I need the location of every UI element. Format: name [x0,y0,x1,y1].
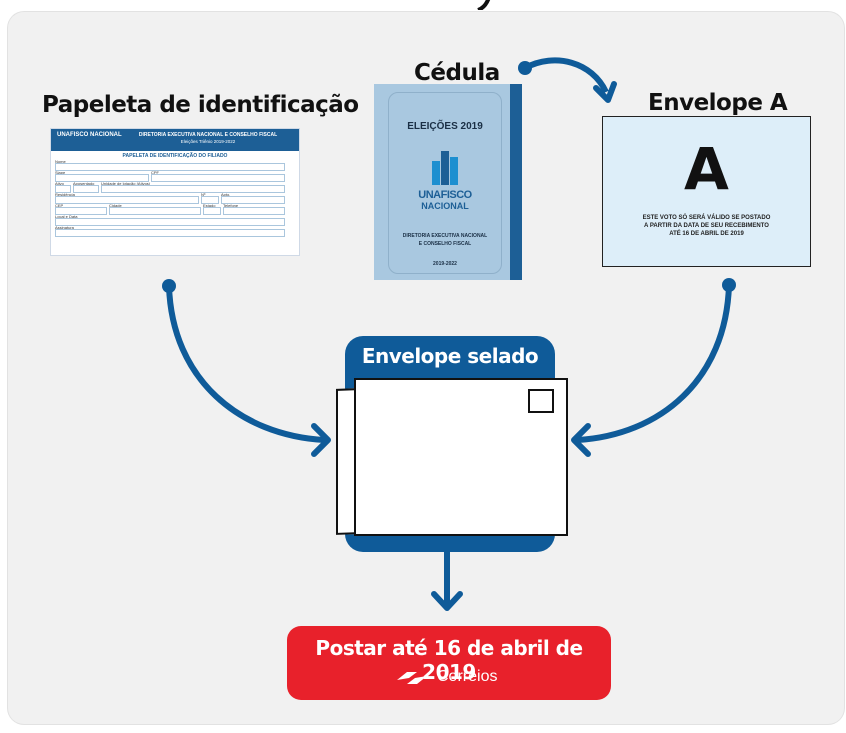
field-label: Siape [55,170,66,175]
envelope-a-line1: ESTE VOTO SÓ SERÁ VÁLIDO SE POSTADO [642,215,771,221]
assinatura-field [55,229,285,237]
envelope-a: A ESTE VOTO SÓ SERÁ VÁLIDO SE POSTADO A … [602,116,811,267]
sealed-to-postar-arrow [431,552,463,611]
cedula-ballot: ELEIÇÕES 2019 UNAFISCO NACIONAL DIRETORI… [374,84,522,280]
field-label: Nome [55,159,66,164]
cpf-field [151,174,285,182]
cedula-strip [510,84,522,280]
unidade-field [101,185,285,193]
papeleta-form: UNAFISCO NACIONAL DIRETORIA EXECUTIVA NA… [50,128,300,256]
cedula-dir-line2: E CONSELHO FISCAL [418,241,472,247]
cedula-inner-frame: ELEIÇÕES 2019 UNAFISCO NACIONAL DIRETORI… [388,92,502,274]
field-label: Cidade [109,203,122,208]
form-row: Assinatura [55,225,295,237]
cep-field [55,207,107,215]
residencia-field [55,196,199,204]
form-row: Local e Data [55,214,295,226]
field-label: Local e Data [55,214,78,219]
form-row: Ativo Aposentado Unidade de lotação (Ati… [55,181,295,193]
nome-field [55,163,285,171]
field-label: CEP [55,203,64,208]
estado-field [203,207,221,215]
cedula-logo-line1: UNAFISCO [418,189,472,201]
field-label: Apto. [221,192,231,197]
field-label: Assinatura [55,225,74,230]
field-label: Residência [55,192,75,197]
cedula-dir-line1: DIRETORIA EXECUTIVA NACIONAL [402,233,488,239]
form-logo: UNAFISCO NACIONAL [57,132,122,138]
cedula-title: Cédula [414,60,500,86]
field-label: Aposentado [73,181,95,186]
form-row: Residência Nº Apto. [55,192,295,204]
telefone-field [223,207,285,215]
cedula-heading: ELEIÇÕES 2019 [407,121,483,132]
stamp-icon [528,389,554,413]
envelope-a-to-sealed-arrow [571,278,736,457]
form-row: Siape CPF [55,170,295,182]
field-label: Telefone [223,203,239,208]
field-label: Unidade de lotação (Ativos) [101,181,151,186]
postar-text: Postar até 16 de abril de 2019 [315,636,583,684]
cidade-field [109,207,201,215]
ativo-field [55,185,71,193]
correios-logo-icon [397,672,427,684]
aposentado-field [73,185,99,193]
correios-brand: Correios [437,668,498,685]
envelope-a-title: Envelope A [648,90,788,116]
papeleta-to-sealed-arrow [162,279,331,457]
form-subtitle: Eleições Triênio 2019-2022 [180,139,236,144]
form-title: PAPELETA DE IDENTIFICAÇÃO DO FILIADO [122,153,228,159]
form-row: CEP Cidade Estado Telefone [55,203,295,215]
field-label: Ativo [55,181,64,186]
field-label: Estado [203,203,216,208]
envelope-a-line3: ATÉ 16 DE ABRIL DE 2019 [669,231,744,237]
postar-banner: Postar até 16 de abril de 2019 Correios [287,626,611,700]
cedula-to-envelope-a-arrow [518,57,617,103]
cedula-logo-line2: NACIONAL [421,201,469,211]
unafisco-logo-icon [432,151,458,185]
numero-field [201,196,219,204]
field-label: CPF [151,170,159,175]
siape-field [55,174,149,182]
papeleta-title: Papeleta de identificação [42,92,359,118]
form-header: UNAFISCO NACIONAL DIRETORIA EXECUTIVA NA… [51,129,299,151]
envelope-a-letter: A [684,135,729,203]
form-row: Nome [55,159,295,171]
sealed-envelope-title: Envelope selado [361,344,539,368]
top-mark-icon [477,0,491,10]
envelope-a-line2: A PARTIR DA DATA DE SEU RECEBIMENTO [644,223,769,229]
apto-field [221,196,285,204]
local-data-field [55,218,285,226]
cedula-term: 2019-2022 [433,261,457,267]
field-label: Nº [201,192,206,197]
form-org: DIRETORIA EXECUTIVA NACIONAL E CONSELHO … [138,132,278,138]
